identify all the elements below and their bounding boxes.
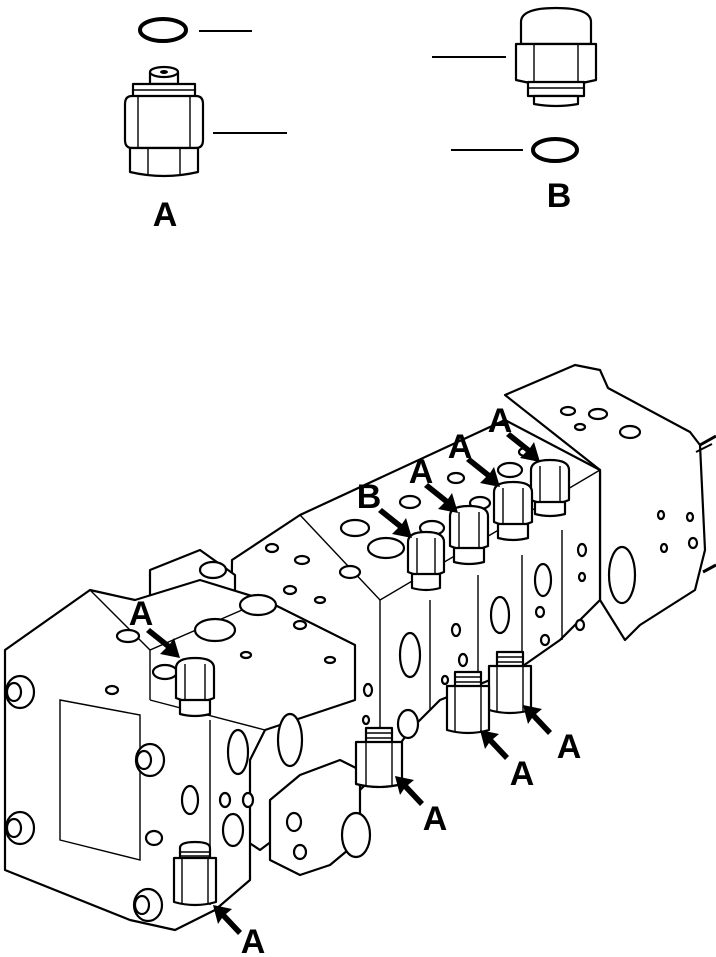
- detail-b-o-ring: [531, 137, 579, 163]
- installed-plug-top-2: [492, 480, 534, 542]
- installed-plug-b: [406, 530, 446, 592]
- callout-label: A: [129, 595, 154, 633]
- detail-a-relief-valve: [123, 65, 205, 178]
- installed-relief-valve-2: [445, 670, 491, 735]
- installed-plug-top-3: [448, 504, 490, 566]
- installed-relief-valve-1: [487, 650, 533, 715]
- callout-label: A: [241, 923, 266, 957]
- callout-label: A: [510, 755, 535, 793]
- callout-label: A: [448, 428, 473, 466]
- callout-label: A: [409, 453, 434, 491]
- detail-a-label: A: [153, 196, 178, 234]
- mounting-bolt: [4, 810, 36, 846]
- mounting-bolt: [4, 674, 36, 710]
- callout-arrows: [146, 432, 552, 935]
- installed-plug-top-1: [529, 458, 571, 518]
- detail-a-o-ring: [138, 17, 188, 43]
- detail-b-part: B: [432, 6, 598, 215]
- detail-b-plug: [514, 6, 598, 108]
- installed-plug-left: [174, 656, 216, 718]
- control-valve-body: [3, 363, 716, 932]
- installed-relief-valve-4: [172, 840, 218, 907]
- callout-label: B: [357, 478, 382, 516]
- callout-label: A: [557, 728, 582, 766]
- callout-label: A: [423, 800, 448, 838]
- detail-b-label: B: [547, 177, 572, 215]
- callout-label: A: [488, 402, 513, 440]
- mounting-bolt: [134, 742, 166, 778]
- detail-a-part: A: [123, 17, 287, 234]
- mounting-bolt: [132, 887, 164, 923]
